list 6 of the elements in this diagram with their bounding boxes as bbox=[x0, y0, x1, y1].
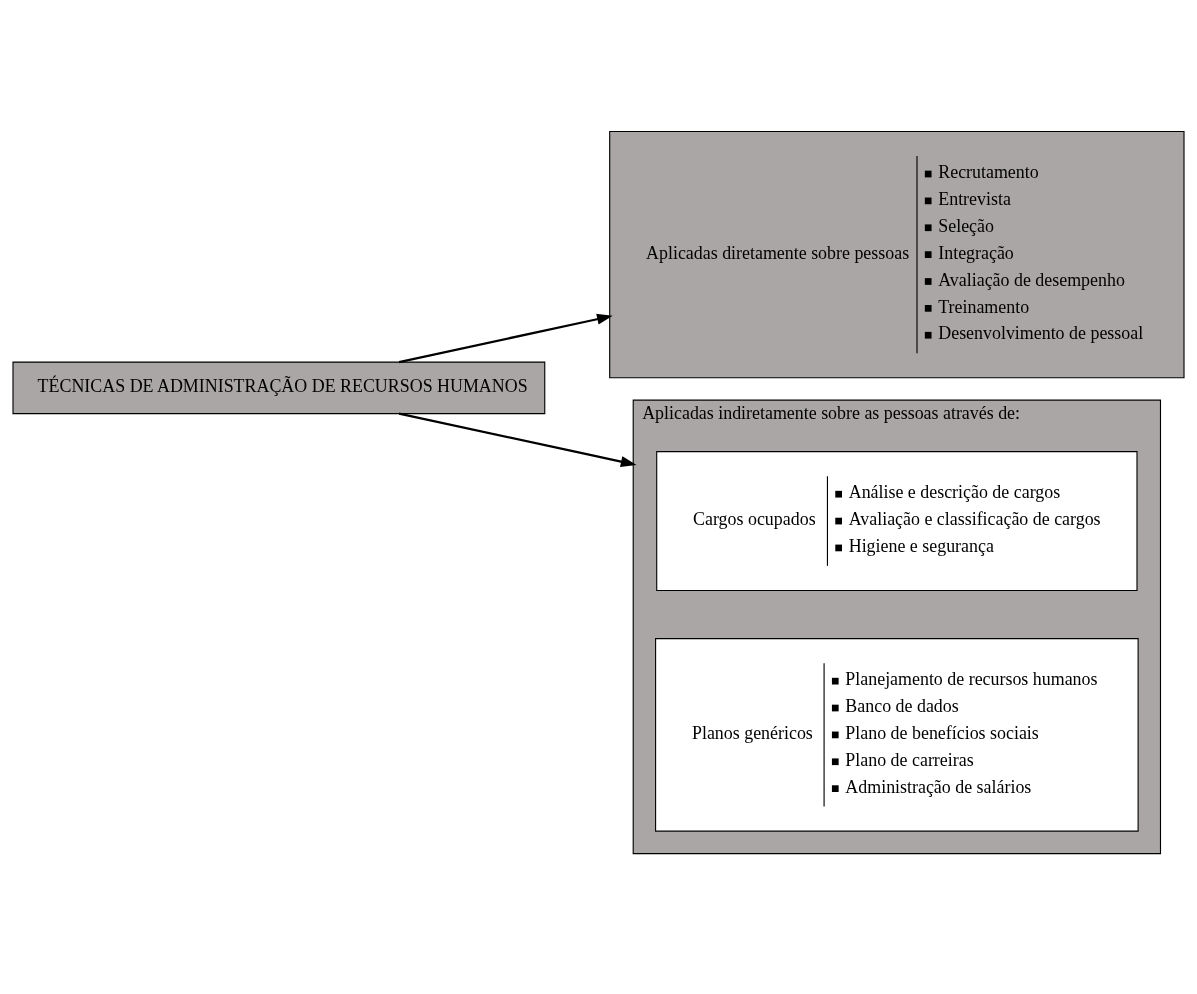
arrow bbox=[398, 313, 613, 364]
node-box: Planos genéricos Planejamento de recursos humanos Banco de dados Plano de benefícios sociais Plano de carreiras Administração de salários bbox=[655, 638, 1139, 832]
node-box: Aplicadas diretamente sobre pessoas Recrutamento Entrevista Seleção Integração Avaliação de desempenho Treinamento Desenvolvimento de pessoal bbox=[609, 130, 1185, 379]
node-box: TÉCNICAS DE ADMINISTRAÇÃO DE RECURSOS HUMANOS bbox=[12, 361, 546, 415]
arrow bbox=[398, 412, 637, 468]
node-box: Cargos ocupados Análise e descrição de cargos Avaliação e classificação de cargos Higiene e segurança bbox=[656, 451, 1138, 592]
